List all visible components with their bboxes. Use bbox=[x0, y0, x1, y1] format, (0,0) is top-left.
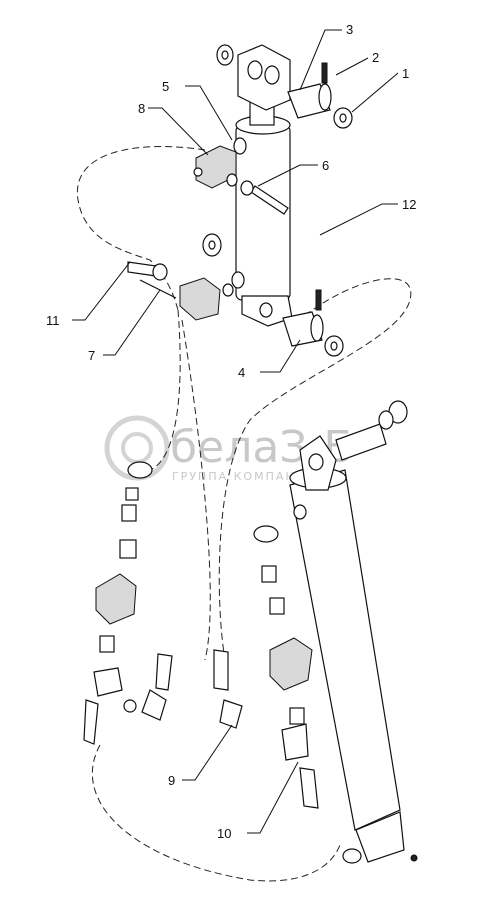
leader-1 bbox=[351, 72, 399, 113]
valve-block-lower bbox=[179, 277, 221, 321]
lower-washer-2 bbox=[378, 410, 394, 430]
elbow-fitting-left bbox=[127, 461, 153, 479]
lower-small-washer bbox=[293, 504, 307, 520]
valve-block-right bbox=[269, 637, 313, 691]
banjo-washer-6 bbox=[240, 180, 254, 196]
leader-3 bbox=[299, 29, 342, 91]
valve-lower-washer bbox=[231, 271, 245, 289]
washer-lower-hole bbox=[330, 341, 338, 351]
callout-2: 2 bbox=[372, 50, 379, 65]
callout-6: 6 bbox=[322, 158, 329, 173]
hose-fitting-11-nut bbox=[152, 263, 168, 281]
callout-7: 7 bbox=[88, 348, 95, 363]
upper-pin-assembly bbox=[287, 62, 353, 129]
pin-lower-end bbox=[310, 314, 324, 342]
upper-cylinder bbox=[202, 44, 293, 327]
valve-lower-seal bbox=[222, 283, 234, 297]
upper-valves bbox=[127, 137, 289, 321]
lower-pin-assembly bbox=[282, 289, 344, 357]
leader-lines bbox=[72, 29, 399, 834]
nut-right-2 bbox=[269, 597, 285, 615]
hose-end-right bbox=[299, 767, 319, 809]
elbow-fitting-right bbox=[253, 525, 279, 543]
hose-mid bbox=[181, 319, 211, 661]
watermark-logo-inner bbox=[121, 432, 153, 464]
hose-end-left-2 bbox=[155, 653, 173, 691]
seal-ring-5 bbox=[233, 137, 247, 155]
elbow-right-bottom bbox=[219, 699, 243, 729]
callout-1: 1 bbox=[402, 66, 409, 81]
leader-12 bbox=[319, 203, 398, 236]
cotter-pin-lower bbox=[315, 289, 322, 311]
hose-end-right-2 bbox=[213, 649, 229, 691]
nut-right-1 bbox=[261, 565, 277, 583]
lower-cylinder bbox=[289, 400, 418, 864]
bottom-eye-hole bbox=[259, 302, 273, 318]
washer-top-hole bbox=[221, 50, 229, 60]
leader-2 bbox=[335, 57, 369, 76]
nut-right-3 bbox=[289, 707, 305, 725]
valve-upper-port bbox=[193, 167, 203, 177]
nut-left-5 bbox=[123, 699, 137, 713]
tee-fitting-right bbox=[281, 723, 309, 761]
left-fitting-chain bbox=[83, 461, 173, 745]
lower-pin bbox=[335, 423, 387, 461]
hose-bottom bbox=[91, 744, 341, 882]
elbow-left-bottom bbox=[141, 689, 167, 721]
top-clevis bbox=[237, 44, 291, 111]
washer-mid-hole bbox=[208, 240, 216, 250]
leader-5 bbox=[185, 85, 233, 141]
callout-10: 10 bbox=[217, 826, 231, 841]
leader-4 bbox=[260, 339, 301, 373]
leader-8 bbox=[148, 107, 209, 156]
pin-upper-end bbox=[318, 83, 332, 111]
seal-ring-8 bbox=[226, 173, 238, 187]
hose-end-left bbox=[83, 699, 99, 745]
hose-left-down bbox=[149, 309, 181, 471]
leader-11 bbox=[72, 261, 131, 321]
callout-11: 11 bbox=[46, 313, 60, 328]
watermark-subtitle: ГРУППА КОМПАНИЙ bbox=[172, 470, 316, 483]
clevis-hole-left bbox=[247, 60, 263, 80]
hose-fitting-11 bbox=[127, 261, 157, 277]
bracket-rod-7 bbox=[139, 279, 177, 299]
clevis-hole-right bbox=[264, 65, 280, 85]
callout-9: 9 bbox=[168, 773, 175, 788]
leader-7 bbox=[103, 289, 161, 356]
valve-block-left bbox=[95, 573, 137, 625]
cotter-pin-upper bbox=[321, 62, 328, 84]
callout-labels: 1 2 3 4 5 6 7 8 9 10 11 12 bbox=[46, 22, 416, 841]
tee-fitting-left bbox=[93, 667, 123, 697]
leader-10 bbox=[247, 761, 299, 834]
lower-clevis-hole bbox=[308, 453, 324, 471]
nut-left-3 bbox=[119, 539, 137, 559]
hose-right-loop bbox=[218, 278, 412, 661]
nut-left-1 bbox=[125, 487, 139, 501]
callout-12: 12 bbox=[402, 197, 416, 212]
callout-8: 8 bbox=[138, 101, 145, 116]
nut-left-2 bbox=[121, 504, 137, 522]
leader-6 bbox=[257, 164, 318, 187]
lower-bottom-eye bbox=[355, 811, 405, 863]
right-fitting-chain bbox=[213, 525, 319, 809]
lower-bottom-bolt bbox=[410, 854, 418, 862]
leader-9 bbox=[182, 724, 233, 781]
callout-3: 3 bbox=[346, 22, 353, 37]
lower-bottom-bushing bbox=[342, 848, 362, 864]
callout-5: 5 bbox=[162, 79, 169, 94]
callout-4: 4 bbox=[238, 365, 245, 380]
washer-upper-hole bbox=[339, 113, 347, 123]
nut-left-4 bbox=[99, 635, 115, 653]
